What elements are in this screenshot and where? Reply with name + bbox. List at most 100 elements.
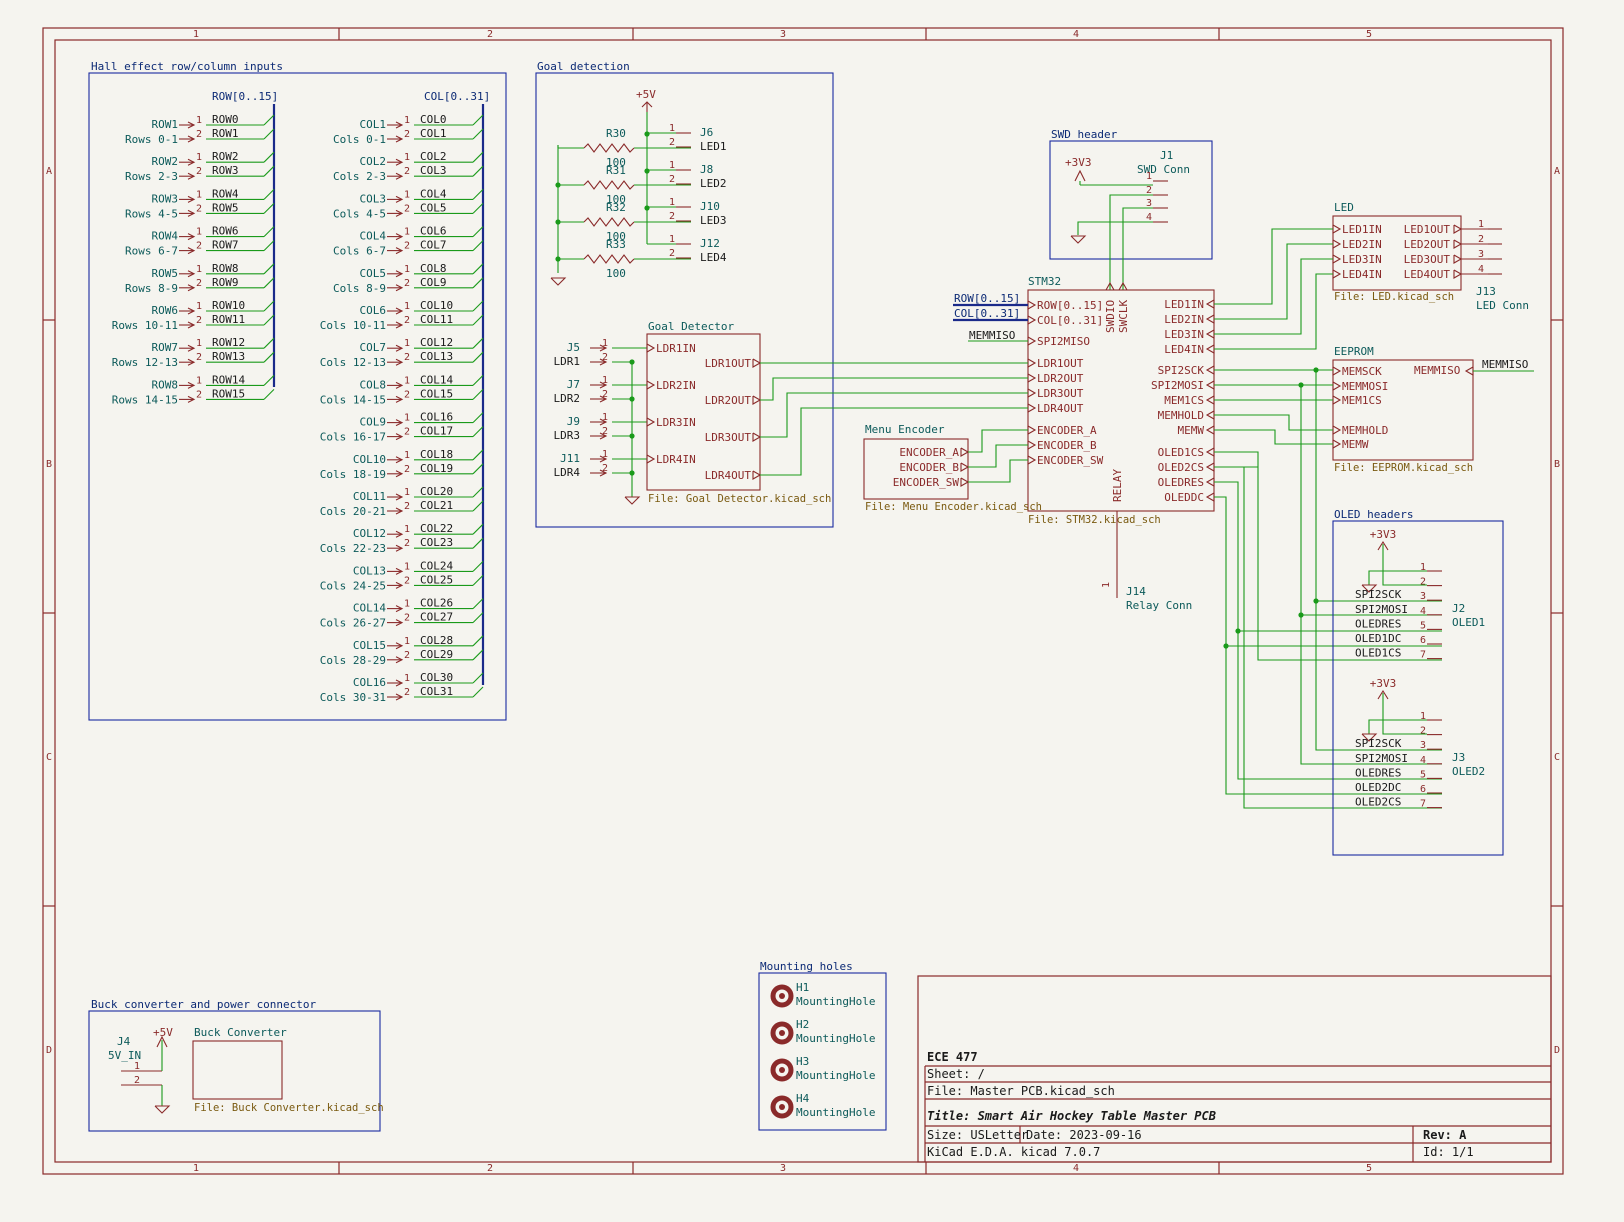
bus-entry xyxy=(472,523,484,535)
sheet-pin-port xyxy=(1332,239,1342,249)
tb-size: Size: USLetter xyxy=(927,1128,1028,1142)
bus-entry xyxy=(263,263,275,275)
ldr-conn-pin-number: 1 xyxy=(602,412,608,423)
pin-arrow xyxy=(187,307,196,315)
connector-net: ROW6 xyxy=(212,225,239,238)
buck-conn-value: 5V_IN xyxy=(108,1049,141,1062)
stm32-right-pin: OLED1CS xyxy=(1158,446,1204,459)
hall-group-title: Hall effect row/column inputs xyxy=(91,60,283,73)
buck-pin-2: 2 xyxy=(134,1075,140,1086)
pin-arrow xyxy=(187,158,196,166)
goal-out-pin: LDR4OUT xyxy=(705,469,752,482)
led-sheet[interactable] xyxy=(1332,215,1462,291)
connector-net: ROW2 xyxy=(212,150,239,163)
stm32-left-pin: LDR2OUT xyxy=(1037,372,1084,385)
connector-net: COL12 xyxy=(420,336,453,349)
sheet-pin-port xyxy=(1332,269,1342,279)
buck-sheet-name: Buck Converter xyxy=(194,1026,287,1039)
pin-arrow xyxy=(395,233,404,241)
goal-detector-sheet[interactable] xyxy=(646,333,761,491)
stm32-right-pin: LED1IN xyxy=(1164,298,1204,311)
connector-net: COL27 xyxy=(420,611,453,624)
goal-out-pin: LDR2OUT xyxy=(705,394,752,407)
connector-net: ROW8 xyxy=(212,262,239,275)
mounting-hole-ref: H3 xyxy=(796,1055,809,1068)
ruler-row-left: B xyxy=(46,459,52,470)
pin-arrow xyxy=(395,247,404,255)
bus-entry xyxy=(472,649,484,661)
oled-header-value: OLED2 xyxy=(1452,765,1485,778)
connector-pin-number: 1 xyxy=(196,227,202,238)
resistor-zigzag xyxy=(583,217,635,227)
connector-ref: COL15 xyxy=(353,639,386,652)
oled-gnd-wire xyxy=(1368,570,1427,585)
connector-pin-number: 2 xyxy=(404,464,410,475)
menu-pin: ENCODER_SW xyxy=(893,476,960,489)
pin-arrow xyxy=(395,530,404,538)
bus-entry xyxy=(472,500,484,512)
connector-value: Cols 12-13 xyxy=(320,356,386,369)
connector-net: COL9 xyxy=(420,276,447,289)
stm32-left-pin: ENCODER_SW xyxy=(1037,454,1104,467)
oled-header-ref: J3 xyxy=(1452,751,1465,764)
connector-value: Cols 4-5 xyxy=(333,207,386,220)
led-out-pin: LED1OUT xyxy=(1404,223,1451,236)
pin-arrow xyxy=(187,209,196,217)
goal-in-pin: LDR2IN xyxy=(656,379,696,392)
connector-value: Rows 4-5 xyxy=(125,207,178,220)
connector-pin-number: 1 xyxy=(404,413,410,424)
connector-pin-number: 1 xyxy=(196,152,202,163)
connector-pin-number: 2 xyxy=(404,687,410,698)
led-conn-net: LED2 xyxy=(700,177,727,190)
eeprom-in-pin: MEMMOSI xyxy=(1342,380,1388,393)
sheet-pin-port xyxy=(1205,344,1215,354)
connector-ref: COL11 xyxy=(353,490,386,503)
swd-pin-number: 3 xyxy=(1146,198,1152,209)
connector-ref: COL7 xyxy=(360,341,387,354)
resistor-ref: R32 xyxy=(606,201,626,214)
buck-converter-sheet[interactable] xyxy=(192,1040,283,1100)
connector-pin-number: 2 xyxy=(196,166,202,177)
connector-pin-number: 1 xyxy=(404,450,410,461)
connector-pin-number: 2 xyxy=(196,203,202,214)
pin-arrow xyxy=(187,195,196,203)
connector-net: ROW4 xyxy=(212,187,239,200)
bus-entry xyxy=(472,314,484,326)
led-conn-pin-number: 2 xyxy=(669,211,675,222)
ruler-col-bottom: 3 xyxy=(780,1163,786,1174)
bus-entry xyxy=(472,486,484,498)
led-conn-ref: J6 xyxy=(700,126,713,139)
swd-pin-number: 2 xyxy=(1146,185,1152,196)
connector-pin-number: 1 xyxy=(404,561,410,572)
connector-pin-number: 1 xyxy=(404,636,410,647)
ground-symbol xyxy=(624,496,641,505)
mount-group-title: Mounting holes xyxy=(760,960,853,973)
connector-ref: ROW2 xyxy=(152,155,179,168)
menu-encoder-sheet[interactable] xyxy=(863,438,969,500)
swd-conn-value: SWD Conn xyxy=(1137,163,1190,176)
connector-net: ROW0 xyxy=(212,113,239,126)
led-conn-pin-number: 2 xyxy=(669,174,675,185)
stm32-right-pin: LED3IN xyxy=(1164,328,1204,341)
bus-entry xyxy=(263,189,275,200)
connector-net: COL28 xyxy=(420,634,453,647)
oled-net-label: SPI2SCK xyxy=(1355,588,1402,601)
connector-pin-number: 2 xyxy=(196,129,202,140)
bus-entry xyxy=(263,151,275,163)
buck-group-box xyxy=(88,1010,381,1132)
buck-pin-1: 1 xyxy=(134,1061,140,1072)
oled-gnd-wire xyxy=(1368,719,1427,734)
connector-net: COL25 xyxy=(420,573,453,586)
connector-net: ROW3 xyxy=(212,164,239,177)
junction-dot xyxy=(644,131,650,137)
connector-net: ROW7 xyxy=(212,239,239,252)
tb-id: Id: 1/1 xyxy=(1423,1145,1474,1159)
connector-ref: COL16 xyxy=(353,676,386,689)
eeprom-sheet[interactable] xyxy=(1332,359,1474,461)
oled-pin-number: 4 xyxy=(1420,755,1426,766)
ruler-col-bottom: 5 xyxy=(1366,1163,1372,1174)
mounting-hole-value: MountingHole xyxy=(796,995,875,1008)
